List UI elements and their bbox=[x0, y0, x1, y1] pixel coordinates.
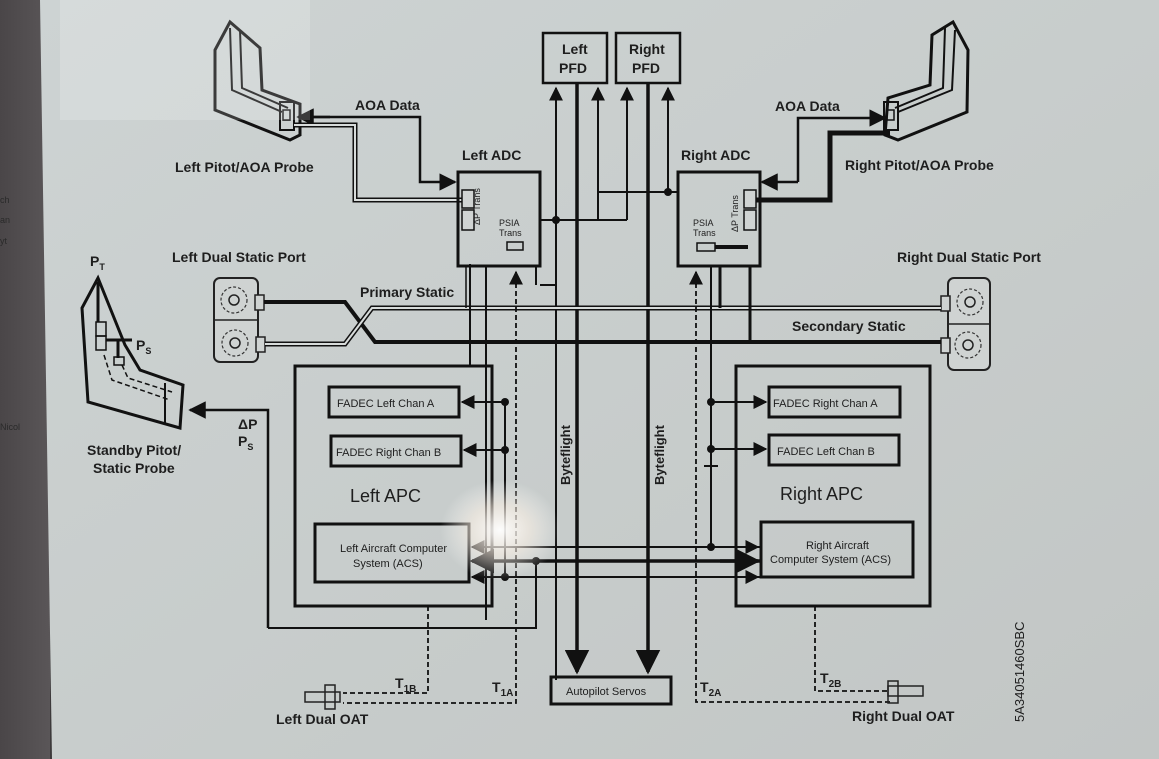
standby-ps-label: PS bbox=[136, 337, 151, 356]
right-dual-oat-label: Right Dual OAT bbox=[852, 708, 955, 724]
right-dual-oat-sensor bbox=[887, 680, 924, 704]
right-adc-title: Right ADC bbox=[681, 147, 750, 163]
left-fadec-b-label: FADEC Right Chan B bbox=[336, 447, 441, 459]
left-acs-label-2: System (ACS) bbox=[353, 558, 423, 570]
autopilot-servos-label: Autopilot Servos bbox=[566, 686, 647, 698]
left-pfd-label-2: PFD bbox=[559, 60, 587, 76]
side-text-fragment: Nicol bbox=[0, 422, 21, 432]
right-adc-dp-trans-upper bbox=[743, 189, 757, 209]
left-aoa-data-line bbox=[300, 115, 457, 191]
left-adc-dp-trans-lower bbox=[461, 209, 475, 231]
right-acs-label-1: Right Aircraft bbox=[806, 540, 869, 552]
right-aoa-data-label: AOA Data bbox=[775, 98, 840, 114]
left-pitot-aoa-probe bbox=[213, 19, 302, 142]
junction-dot bbox=[664, 188, 672, 196]
right-dual-static-port bbox=[940, 277, 991, 371]
left-adc-dp-trans-label: ΔP Trans bbox=[472, 188, 482, 225]
figure-id: 5A34051460SBC bbox=[1012, 622, 1027, 722]
secondary-static-label: Secondary Static bbox=[792, 318, 906, 334]
right-acs-box bbox=[759, 520, 915, 579]
right-pitot-aoa-probe bbox=[883, 19, 970, 142]
left-apc-title: Left APC bbox=[350, 486, 421, 506]
left-dual-static-port-label: Left Dual Static Port bbox=[172, 249, 306, 265]
primary-static-label: Primary Static bbox=[360, 284, 454, 300]
screen-background bbox=[40, 0, 1159, 759]
t2b-label: T2B bbox=[820, 670, 841, 690]
left-dual-oat-sensor bbox=[304, 684, 341, 710]
standby-probe-label-1: Standby Pitot/ bbox=[87, 442, 181, 458]
t1a-label: T1A bbox=[492, 679, 513, 699]
left-byteflight-label: Byteflight bbox=[558, 424, 573, 485]
side-text-fragment: ch bbox=[0, 195, 10, 205]
junction-dot bbox=[552, 216, 560, 224]
left-dual-static-port bbox=[213, 277, 266, 363]
standby-probe-line bbox=[188, 401, 270, 628]
left-adc-dp-trans-upper bbox=[461, 189, 475, 209]
right-apc-data-lines bbox=[704, 266, 768, 547]
t1b-label: T1B bbox=[395, 675, 416, 695]
right-fadec-b-box bbox=[767, 433, 901, 467]
left-dual-oat-label: Left Dual OAT bbox=[276, 711, 369, 727]
background-document-edge: ch an yt Nicol bbox=[0, 0, 50, 759]
autopilot-servos-box bbox=[549, 675, 673, 706]
junction-dot bbox=[707, 543, 715, 551]
right-byteflight-label: Byteflight bbox=[652, 424, 667, 485]
right-adc-dp-trans-label: ΔP Trans bbox=[730, 195, 740, 232]
standby-pt-label: PT bbox=[90, 253, 105, 272]
junction-dot bbox=[707, 445, 715, 453]
right-adc-static-drop bbox=[718, 266, 752, 342]
right-pitot-pressure-line bbox=[756, 130, 890, 203]
right-adc-dp-trans-lower bbox=[743, 209, 757, 231]
right-fadec-b-label: FADEC Left Chan B bbox=[777, 446, 875, 458]
right-pfd-label-1: Right bbox=[629, 41, 665, 57]
left-fadec-a-box bbox=[327, 385, 461, 419]
junction-dot bbox=[501, 398, 509, 406]
left-acs-label-1: Left Aircraft Computer bbox=[340, 543, 447, 555]
right-apc-box bbox=[734, 364, 932, 608]
right-pitot-aoa-probe-label: Right Pitot/AOA Probe bbox=[845, 157, 994, 173]
standby-dp-label: ΔP bbox=[238, 416, 257, 432]
left-fadec-a-label: FADEC Left Chan A bbox=[337, 398, 435, 410]
right-fadec-a-label: FADEC Right Chan A bbox=[773, 398, 878, 410]
right-pfd-label-2: PFD bbox=[632, 60, 660, 76]
right-dual-static-port-label: Right Dual Static Port bbox=[897, 249, 1041, 265]
monitor-bezel bbox=[0, 0, 50, 759]
junction-dot bbox=[501, 446, 509, 454]
standby-pitot-static-probe bbox=[80, 274, 185, 430]
right-acs-label-2: Computer System (ACS) bbox=[770, 554, 891, 566]
right-adc-psia-label-1: PSIA bbox=[693, 218, 714, 228]
right-fadec-a-box bbox=[767, 385, 902, 419]
left-pitot-aoa-probe-label: Left Pitot/AOA Probe bbox=[175, 159, 314, 175]
secondary-static-line bbox=[265, 305, 941, 347]
standby-ps-label-2: PS bbox=[238, 433, 253, 452]
right-aoa-data-line bbox=[796, 109, 887, 182]
right-oat-dashed-lines bbox=[695, 275, 890, 703]
left-pfd-label-1: Left bbox=[562, 41, 588, 57]
left-aoa-data-label: AOA Data bbox=[355, 97, 420, 113]
right-adc-psia-label-2: Trans bbox=[693, 228, 716, 238]
junction-dot bbox=[707, 398, 715, 406]
left-pfd-box bbox=[541, 31, 609, 85]
side-text-fragment: an bbox=[0, 215, 11, 225]
left-fadec-b-box bbox=[329, 434, 463, 468]
left-adc-psia-trans bbox=[506, 241, 524, 251]
side-text-fragment: yt bbox=[0, 236, 8, 246]
screen-reflection bbox=[60, 0, 310, 120]
left-adc-psia-label-2: Trans bbox=[499, 228, 522, 238]
left-adc-psia-static-line bbox=[535, 266, 557, 286]
screen-glare bbox=[440, 480, 560, 580]
left-adc-psia-label-1: PSIA bbox=[499, 218, 520, 228]
standby-probe-label-2: Static Probe bbox=[93, 460, 175, 476]
left-adc-title: Left ADC bbox=[462, 147, 521, 163]
left-oat-dashed-lines bbox=[343, 275, 517, 704]
right-apc-title: Right APC bbox=[780, 484, 863, 504]
t2a-label: T2A bbox=[700, 679, 721, 699]
